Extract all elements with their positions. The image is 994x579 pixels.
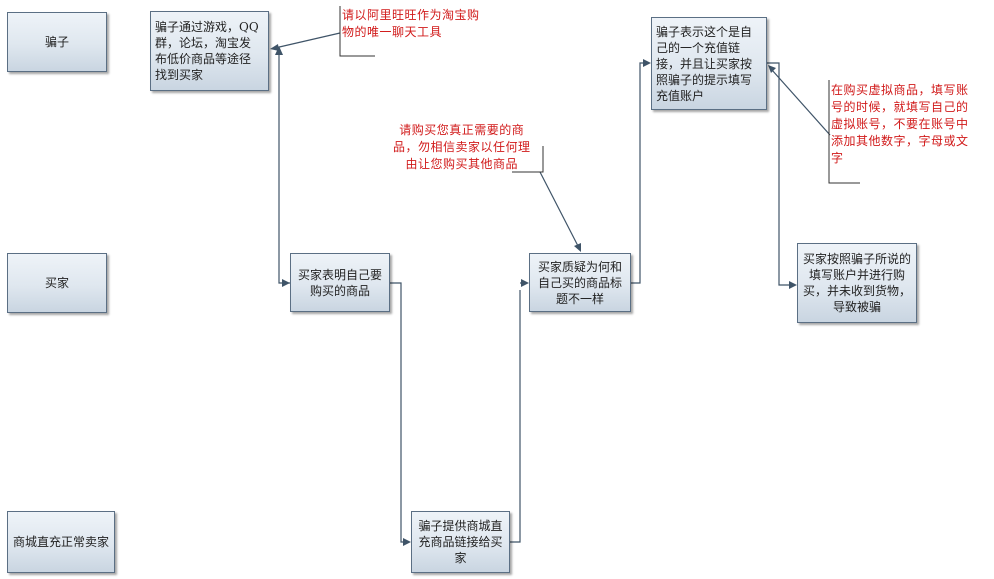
lane-scammer: 骗子 bbox=[7, 12, 107, 72]
step-3-text: 骗子提供商城直 充商品链接给买 家 bbox=[418, 519, 503, 565]
step-3: 骗子提供商城直 充商品链接给买 家 bbox=[411, 511, 510, 573]
callout-note1 bbox=[274, 32, 341, 49]
step-1: 骗子通过游戏，QQ 群，论坛，淘宝发 布低价商品等途径 找到买家 bbox=[150, 11, 269, 91]
step-2-text: 买家表明自己要 购买的商品 bbox=[297, 267, 382, 298]
step-5-text: 骗子表示这个是自 己的一个充值链 接，并且让买家按 照骗子的提示填写 充值账户 bbox=[656, 24, 753, 103]
arrow-into-step5 bbox=[643, 59, 651, 67]
arrow-into-step2 bbox=[282, 279, 290, 287]
connector-step2-to-step1 bbox=[278, 53, 290, 284]
step-5: 骗子表示这个是自 己的一个充值链 接，并且让买家按 照骗子的提示填写 充值账户 bbox=[651, 17, 767, 110]
connector-step2-to-step3 bbox=[390, 282, 404, 543]
lane-buyer: 买家 bbox=[7, 253, 107, 313]
note-1: 请以阿里旺旺作为淘宝购 物的唯一聊天工具 bbox=[342, 8, 480, 39]
step-4: 买家质疑为何和 自己买的商品标 题不一样 bbox=[529, 253, 631, 312]
arrow-into-step4 bbox=[521, 279, 529, 287]
arrow-into-step3 bbox=[403, 538, 411, 546]
step-6-text: 买家按照骗子所说的 填写账户并进行购 买，并未收到货物， 导致被骗 bbox=[802, 252, 911, 314]
callout-note2 bbox=[539, 171, 579, 247]
step-2: 买家表明自己要 购买的商品 bbox=[290, 253, 390, 312]
callout-note3 bbox=[771, 69, 831, 136]
arrow-into-step1 bbox=[275, 46, 283, 55]
step-4-text: 买家质疑为何和 自己买的商品标 题不一样 bbox=[537, 259, 622, 306]
step-1-text: 骗子通过游戏，QQ 群，论坛，淘宝发 布低价商品等途径 找到买家 bbox=[155, 20, 259, 82]
connector-step3-to-step4 bbox=[510, 290, 521, 543]
arrow-into-step6 bbox=[789, 281, 797, 289]
note3-bracket bbox=[828, 80, 860, 184]
lane-mall-seller-label: 商城直充正常卖家 bbox=[12, 535, 109, 549]
note-2: 请购买您真正需要的商 品，勿相信卖家以任何理 由让您购买其他商品 bbox=[393, 123, 531, 171]
connector-step5-to-step6 bbox=[767, 62, 790, 286]
lane-mall-seller: 商城直充正常卖家 bbox=[7, 511, 115, 573]
note-3: 在购买虚拟商品，填写账 号的时候，就填写自己的 虚拟账号，不要在账号中 添加其他… bbox=[831, 83, 969, 165]
note1-bracket bbox=[339, 6, 375, 57]
note2-bracket bbox=[512, 146, 544, 173]
lane-scammer-label: 骗子 bbox=[44, 35, 69, 49]
lane-buyer-label: 买家 bbox=[44, 276, 69, 290]
step-6: 买家按照骗子所说的 填写账户并进行购 买，并未收到货物， 导致被骗 bbox=[797, 243, 917, 323]
connector-step4-to-step5 bbox=[631, 62, 644, 284]
